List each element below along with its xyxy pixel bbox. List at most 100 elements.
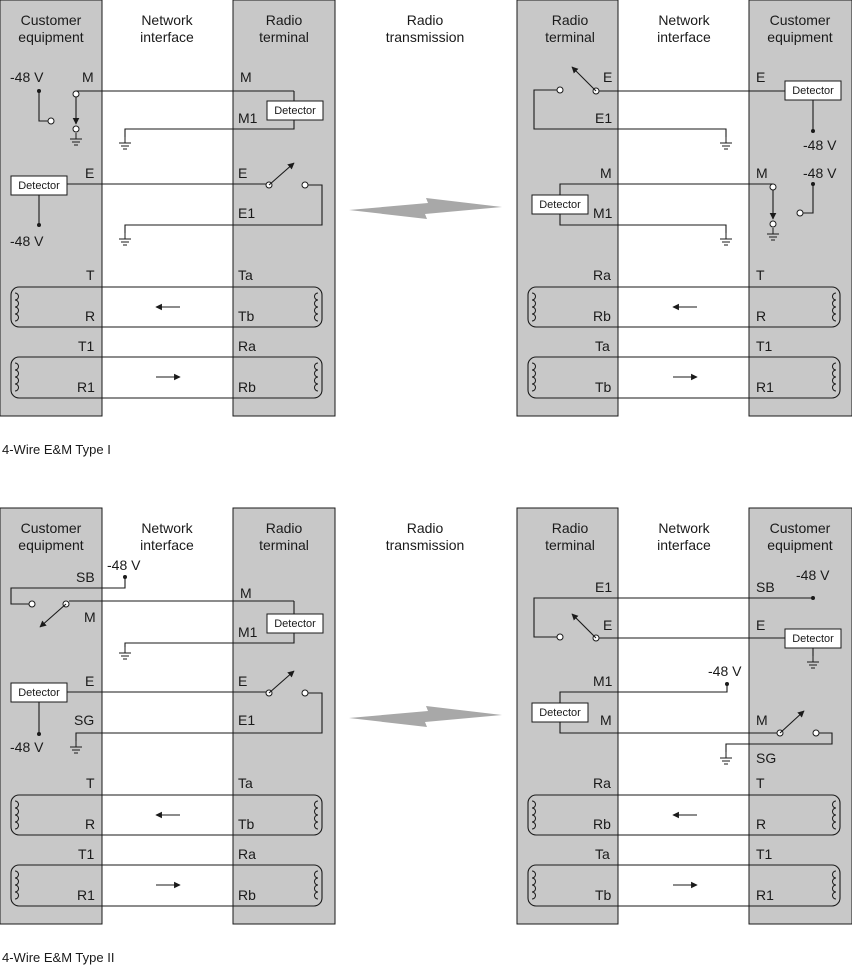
t1-radio-bolt bbox=[349, 198, 502, 219]
t2-r-radio-M: M bbox=[600, 712, 612, 728]
t1-r-radio-E1: E1 bbox=[595, 110, 612, 126]
t1-r-radio-E: E bbox=[603, 69, 612, 85]
t1-r-cust-E: E bbox=[756, 69, 765, 85]
t1-rcustomer-header-2: equipment bbox=[767, 29, 832, 45]
t1-l-radio-Ta: Ta bbox=[238, 267, 253, 283]
t2-r-minus48-top: -48 V bbox=[796, 567, 830, 583]
t1-network-header-2: interface bbox=[140, 29, 194, 45]
t2-network-header-2: interface bbox=[140, 537, 194, 553]
t2-rradio-header-2: terminal bbox=[545, 537, 595, 553]
t2-r-minus48-mid: -48 V bbox=[708, 663, 742, 679]
t1-left-customer-panel bbox=[0, 0, 103, 417]
t1-r-radio-M: M bbox=[600, 165, 612, 181]
t2-radio-bolt bbox=[349, 706, 502, 727]
t2-r-detector-2-label: Detector bbox=[539, 707, 581, 719]
t2-l-radio-Ra: Ra bbox=[238, 846, 256, 862]
t1-r-radio-Tb: Tb bbox=[595, 379, 612, 395]
t2-l-detector-2-label: Detector bbox=[18, 687, 60, 699]
t2-transmission-header-1: Radio bbox=[407, 520, 444, 536]
t1-r-radio-M1: M1 bbox=[593, 205, 613, 221]
t1-r-cust-R: R bbox=[756, 308, 766, 324]
t1-r-radio-Rb: Rb bbox=[593, 308, 611, 324]
t2-left-radio-panel bbox=[232, 507, 336, 925]
t2-r-cust-R: R bbox=[756, 816, 766, 832]
t1-l-minus48-bot: -48 V bbox=[10, 233, 44, 249]
t1-r-detector-1-label: Detector bbox=[792, 85, 834, 97]
t1-l-detector-1 bbox=[266, 100, 324, 121]
t2-customer-header-2: equipment bbox=[18, 537, 83, 553]
t1-customer-header-1: Customer bbox=[21, 12, 82, 28]
t2-r-cust-R1: R1 bbox=[756, 887, 774, 903]
t1-l-radio-M: M bbox=[240, 69, 252, 85]
t1-r-cust-T: T bbox=[756, 267, 765, 283]
t1-l-radio-Tb: Tb bbox=[238, 308, 255, 324]
t2-transmission-header-2: transmission bbox=[386, 537, 465, 553]
t1-r-minus48-top: -48 V bbox=[803, 137, 837, 153]
t2-r-cust-SG: SG bbox=[756, 750, 776, 766]
t2-rradio-header-1: Radio bbox=[552, 520, 589, 536]
t1-l-detector-2-label: Detector bbox=[18, 180, 60, 192]
t2-l-cust-SG: SG bbox=[74, 712, 94, 728]
t2-l-cust-R1: R1 bbox=[77, 887, 95, 903]
t1-transmission-header-1: Radio bbox=[407, 12, 444, 28]
t2-l-minus48: -48 V bbox=[107, 557, 141, 573]
type2-caption: 4-Wire E&M Type II bbox=[2, 950, 114, 965]
t1-rcustomer-header-1: Customer bbox=[770, 12, 831, 28]
t1-customer-header-2: equipment bbox=[18, 29, 83, 45]
t2-l-cust-R: R bbox=[85, 816, 95, 832]
t2-network-header-1: Network bbox=[141, 520, 193, 536]
t2-l-radio-M1: M1 bbox=[238, 624, 258, 640]
t2-r-radio-E: E bbox=[603, 617, 612, 633]
t2-rnetwork-header-1: Network bbox=[658, 520, 710, 536]
t2-r-radio-E1: E1 bbox=[595, 579, 612, 595]
t1-r-radio-Ta: Ta bbox=[595, 338, 610, 354]
t2-l-radio-M: M bbox=[240, 585, 252, 601]
t1-l-radio-Ra: Ra bbox=[238, 338, 256, 354]
t1-right-customer-panel bbox=[748, 0, 852, 417]
t1-l-radio-E: E bbox=[238, 165, 247, 181]
t2-l-cust-T1: T1 bbox=[78, 846, 95, 862]
t2-l-radio-E1: E1 bbox=[238, 712, 255, 728]
type2-diagram: Customer equipment Network interface Rad… bbox=[0, 507, 852, 965]
type1-diagram: Customer equipment Network interface Rad… bbox=[0, 0, 852, 457]
t1-l-cust-T1: T1 bbox=[78, 338, 95, 354]
t1-l-detector-1-label: Detector bbox=[274, 105, 316, 117]
t1-radio-header-2: terminal bbox=[259, 29, 309, 45]
t2-l-cust-T: T bbox=[86, 775, 95, 791]
t1-l-radio-M1: M1 bbox=[238, 110, 258, 126]
t2-l-cust-M: M bbox=[84, 609, 96, 625]
t1-l-cust-R1: R1 bbox=[77, 379, 95, 395]
t2-r-cust-T: T bbox=[756, 775, 765, 791]
t2-r-radio-M1: M1 bbox=[593, 673, 613, 689]
type1-caption: 4-Wire E&M Type I bbox=[2, 442, 111, 457]
t1-r-cust-T1: T1 bbox=[756, 338, 773, 354]
t1-l-radio-E1: E1 bbox=[238, 205, 255, 221]
t2-r-radio-Rb: Rb bbox=[593, 816, 611, 832]
t1-l-cust-R: R bbox=[85, 308, 95, 324]
t2-radio-header-2: terminal bbox=[259, 537, 309, 553]
t1-l-cust-T: T bbox=[86, 267, 95, 283]
t1-l-radio-Rb: Rb bbox=[238, 379, 256, 395]
t1-r-cust-R1: R1 bbox=[756, 379, 774, 395]
t1-r-minus48-bot: -48 V bbox=[803, 165, 837, 181]
t1-rradio-header-2: terminal bbox=[545, 29, 595, 45]
t1-r-detector-2-label: Detector bbox=[539, 199, 581, 211]
t1-r-radio-Ra: Ra bbox=[593, 267, 611, 283]
t2-l-detector-1-label: Detector bbox=[274, 618, 316, 630]
t2-l-radio-Rb: Rb bbox=[238, 887, 256, 903]
t2-rnetwork-header-2: interface bbox=[657, 537, 711, 553]
t2-l-radio-Tb: Tb bbox=[238, 816, 255, 832]
t1-transmission-header-2: transmission bbox=[386, 29, 465, 45]
t1-l-minus48-top: -48 V bbox=[10, 69, 44, 85]
t1-r-cust-M: M bbox=[756, 165, 768, 181]
t2-r-detector-1-label: Detector bbox=[792, 633, 834, 645]
t2-left-customer-panel bbox=[0, 507, 103, 925]
t1-rradio-header-1: Radio bbox=[552, 12, 589, 28]
t2-l-radio-Ta: Ta bbox=[238, 775, 253, 791]
t2-r-radio-Tb: Tb bbox=[595, 887, 612, 903]
t2-l-cust-E: E bbox=[85, 673, 94, 689]
t2-radio-header-1: Radio bbox=[266, 520, 303, 536]
t2-r-cust-M: M bbox=[756, 712, 768, 728]
t1-l-cust-M: M bbox=[82, 69, 94, 85]
